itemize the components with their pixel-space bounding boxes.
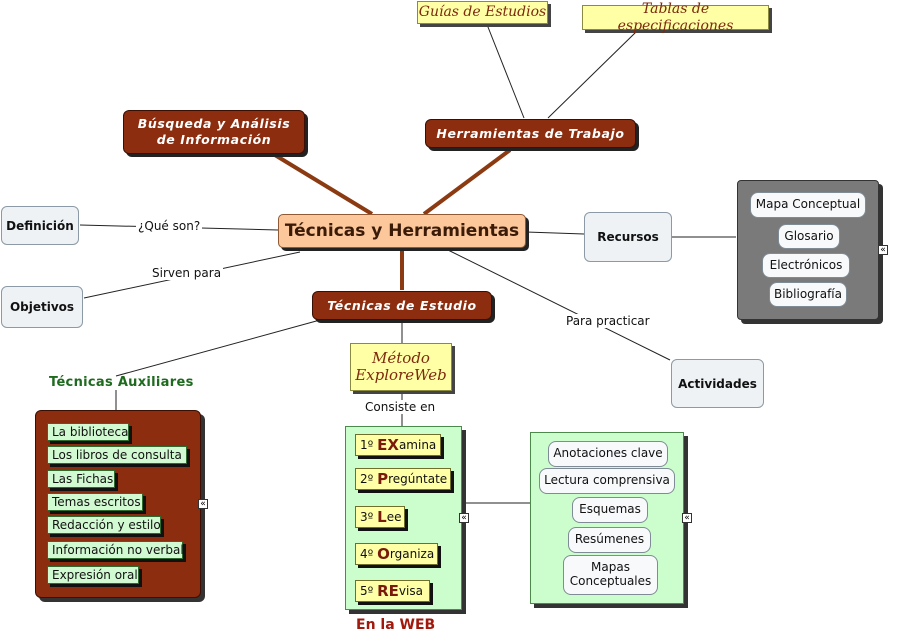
paso-rest: visa <box>398 584 423 598</box>
paso-num: 2º <box>360 472 374 486</box>
busqueda-line2: de Información <box>156 132 272 147</box>
collapse-pasos-icon[interactable]: « <box>459 513 469 523</box>
paso-letter: O <box>377 545 390 563</box>
paso-num: 5º <box>360 584 374 598</box>
herramientas-label: Herramientas de Trabajo <box>436 126 625 141</box>
collapse-tecnicas-icon[interactable]: « <box>682 513 692 523</box>
tablas-label: Tablas de especificaciones <box>617 1 734 34</box>
paso-rest: rganiza <box>389 547 435 561</box>
herramientas-trabajo-node[interactable]: Herramientas de Trabajo <box>425 119 636 148</box>
guias-label: Guías de Estudios <box>418 4 547 21</box>
recursos-node[interactable]: Recursos <box>584 212 672 262</box>
paso-rest: regúntate <box>388 472 448 486</box>
para-practicar-label: Para practicar <box>564 314 652 328</box>
aux-item[interactable]: Expresión oral <box>47 566 139 584</box>
definicion-node[interactable]: Definición <box>1 206 79 245</box>
aux-item[interactable]: Las Fichas <box>47 470 115 488</box>
central-node[interactable]: Técnicas y Herramientas <box>278 214 526 248</box>
actividades-label: Actividades <box>678 376 757 391</box>
paso-letter: P <box>377 470 389 488</box>
tecnica-resumenes[interactable]: Resúmenes <box>568 527 651 553</box>
aux-item[interactable]: Los libros de consulta <box>47 446 187 464</box>
paso-letter: EX <box>377 436 399 454</box>
aux-item[interactable]: Redacción y estilo <box>47 516 161 534</box>
paso-num: 4º <box>360 547 374 561</box>
tecnicas-auxiliares-label: Técnicas Auxiliares <box>49 375 194 390</box>
paso-letter: L <box>377 508 387 526</box>
actividades-node[interactable]: Actividades <box>671 359 764 408</box>
paso-num: 1º <box>360 438 374 452</box>
sirven-para-label: Sirven para <box>150 266 224 280</box>
recurso-bibliografia[interactable]: Bibliografía <box>769 282 847 307</box>
aux-item[interactable]: Información no verbal <box>47 541 184 559</box>
paso-rest: ee <box>386 510 402 524</box>
objetivos-node[interactable]: Objetivos <box>1 286 83 328</box>
recurso-mapa-conceptual[interactable]: Mapa Conceptual <box>750 192 866 218</box>
paso-num: 3º <box>360 510 374 524</box>
tecnica-mapas-conceptuales[interactable]: Mapas Conceptuales <box>563 555 658 595</box>
objetivos-label: Objetivos <box>9 300 75 314</box>
busqueda-analisis-node[interactable]: Búsqueda y Análisis de Información <box>123 110 305 154</box>
mapas-line1: Mapas <box>591 560 630 575</box>
paso-rest: amina <box>398 438 437 452</box>
en-la-web-label: En la WEB <box>356 617 436 633</box>
aux-item[interactable]: La biblioteca <box>47 423 129 441</box>
que-son-label: ¿Qué son? <box>136 219 203 233</box>
mapas-line2: Conceptuales <box>569 574 652 588</box>
paso-letter: RE <box>377 582 399 600</box>
recursos-label: Recursos <box>597 230 659 244</box>
recurso-electronicos[interactable]: Electrónicos <box>762 253 850 278</box>
definicion-label: Definición <box>6 218 74 233</box>
aux-item[interactable]: Temas escritos <box>47 493 143 511</box>
tablas-especificaciones-node[interactable]: Tablas de especificaciones <box>582 1 769 34</box>
central-label: Técnicas y Herramientas <box>284 221 520 241</box>
tecnica-anotaciones[interactable]: Anotaciones clave <box>548 441 668 467</box>
collapse-auxiliares-icon[interactable]: « <box>198 499 208 509</box>
recurso-glosario[interactable]: Glosario <box>778 224 840 249</box>
collapse-recursos-icon[interactable]: « <box>878 245 888 255</box>
metodo-exploreweb-node[interactable]: Método ExploreWeb <box>350 343 452 391</box>
busqueda-line1: Búsqueda y Análisis <box>137 115 291 131</box>
tecnicas-estudio-node[interactable]: Técnicas de Estudio <box>312 291 492 320</box>
metodo-line1: Método <box>372 348 430 367</box>
guias-de-estudios-node[interactable]: Guías de Estudios <box>417 1 548 24</box>
metodo-line2: ExploreWeb <box>355 366 447 384</box>
tecnica-lectura[interactable]: Lectura comprensiva <box>539 468 675 494</box>
tecnica-esquemas[interactable]: Esquemas <box>572 497 648 523</box>
tecnicas-estudio-label: Técnicas de Estudio <box>327 298 477 313</box>
consiste-en-label: Consiste en <box>363 400 438 414</box>
